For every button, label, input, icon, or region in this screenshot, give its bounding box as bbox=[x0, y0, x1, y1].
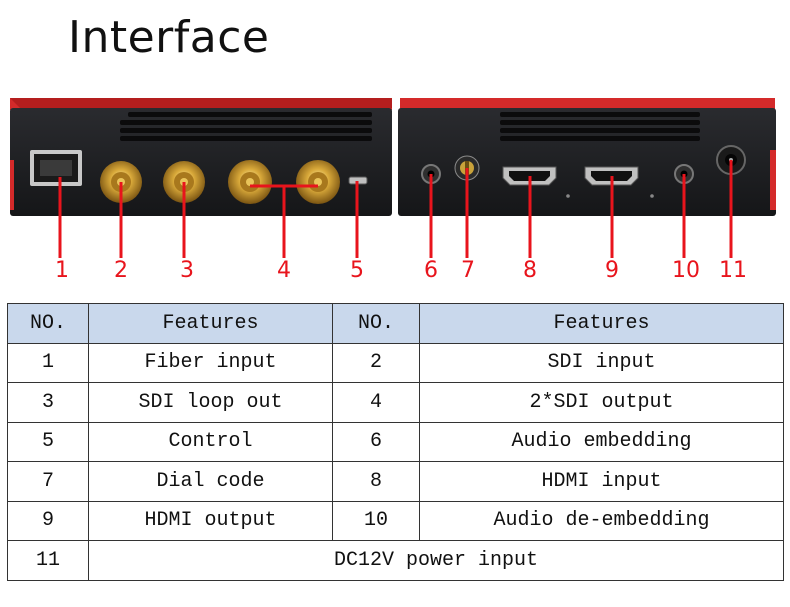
device-photo bbox=[10, 98, 776, 258]
callout-2: 2 bbox=[114, 258, 128, 283]
cell-no: 3 bbox=[7, 382, 89, 423]
callout-7: 7 bbox=[461, 258, 475, 283]
cell-no: 9 bbox=[7, 500, 89, 541]
callout-lines bbox=[58, 160, 733, 258]
table-row: 9 HDMI output 10 Audio de-embedding bbox=[7, 500, 784, 541]
cell-feature: HDMI input bbox=[419, 461, 784, 502]
cell-no: 6 bbox=[332, 421, 420, 462]
cell-feature: HDMI output bbox=[88, 500, 333, 541]
callout-3: 3 bbox=[180, 258, 194, 283]
header-features-1: Features bbox=[88, 303, 333, 344]
table-header-row: NO. Features NO. Features bbox=[7, 303, 784, 344]
table-row: 1 Fiber input 2 SDI input bbox=[7, 342, 784, 383]
rear-panel bbox=[398, 98, 776, 216]
cell-no: 7 bbox=[7, 461, 89, 502]
cell-no: 8 bbox=[332, 461, 420, 502]
cell-feature: Audio de-embedding bbox=[419, 500, 784, 541]
callout-1: 1 bbox=[55, 258, 69, 283]
table-row: 7 Dial code 8 HDMI input bbox=[7, 461, 784, 502]
front-panel bbox=[10, 98, 392, 216]
bnc-4a bbox=[228, 160, 272, 204]
cell-no: 10 bbox=[332, 500, 420, 541]
cell-feature: Audio embedding bbox=[419, 421, 784, 462]
header-no-2: NO. bbox=[332, 303, 420, 344]
cell-no: 2 bbox=[332, 342, 420, 383]
callout-9: 9 bbox=[605, 258, 619, 283]
cell-feature: Fiber input bbox=[88, 342, 333, 383]
page-title: Interface bbox=[68, 12, 270, 63]
cell-feature: SDI loop out bbox=[88, 382, 333, 423]
callout-10: 10 bbox=[672, 258, 700, 283]
callout-11: 11 bbox=[719, 258, 747, 283]
cell-feature: DC12V power input bbox=[88, 540, 784, 581]
header-features-2: Features bbox=[419, 303, 784, 344]
features-table: NO. Features NO. Features 1 Fiber input … bbox=[7, 303, 784, 581]
table-row: 3 SDI loop out 4 2*SDI output bbox=[7, 382, 784, 423]
callout-8: 8 bbox=[523, 258, 537, 283]
cell-no: 4 bbox=[332, 382, 420, 423]
callout-5: 5 bbox=[350, 258, 364, 283]
callout-6: 6 bbox=[424, 258, 438, 283]
cell-no: 1 bbox=[7, 342, 89, 383]
fiber-port bbox=[30, 150, 82, 186]
cell-feature: 2*SDI output bbox=[419, 382, 784, 423]
header-no-1: NO. bbox=[7, 303, 89, 344]
callout-4: 4 bbox=[277, 258, 291, 283]
cell-no: 11 bbox=[7, 540, 89, 581]
bnc-4b bbox=[296, 160, 340, 204]
cell-no: 5 bbox=[7, 421, 89, 462]
table-row: 11 DC12V power input bbox=[7, 540, 784, 581]
cell-feature: Control bbox=[88, 421, 333, 462]
table-row: 5 Control 6 Audio embedding bbox=[7, 421, 784, 462]
cell-feature: Dial code bbox=[88, 461, 333, 502]
cell-feature: SDI input bbox=[419, 342, 784, 383]
